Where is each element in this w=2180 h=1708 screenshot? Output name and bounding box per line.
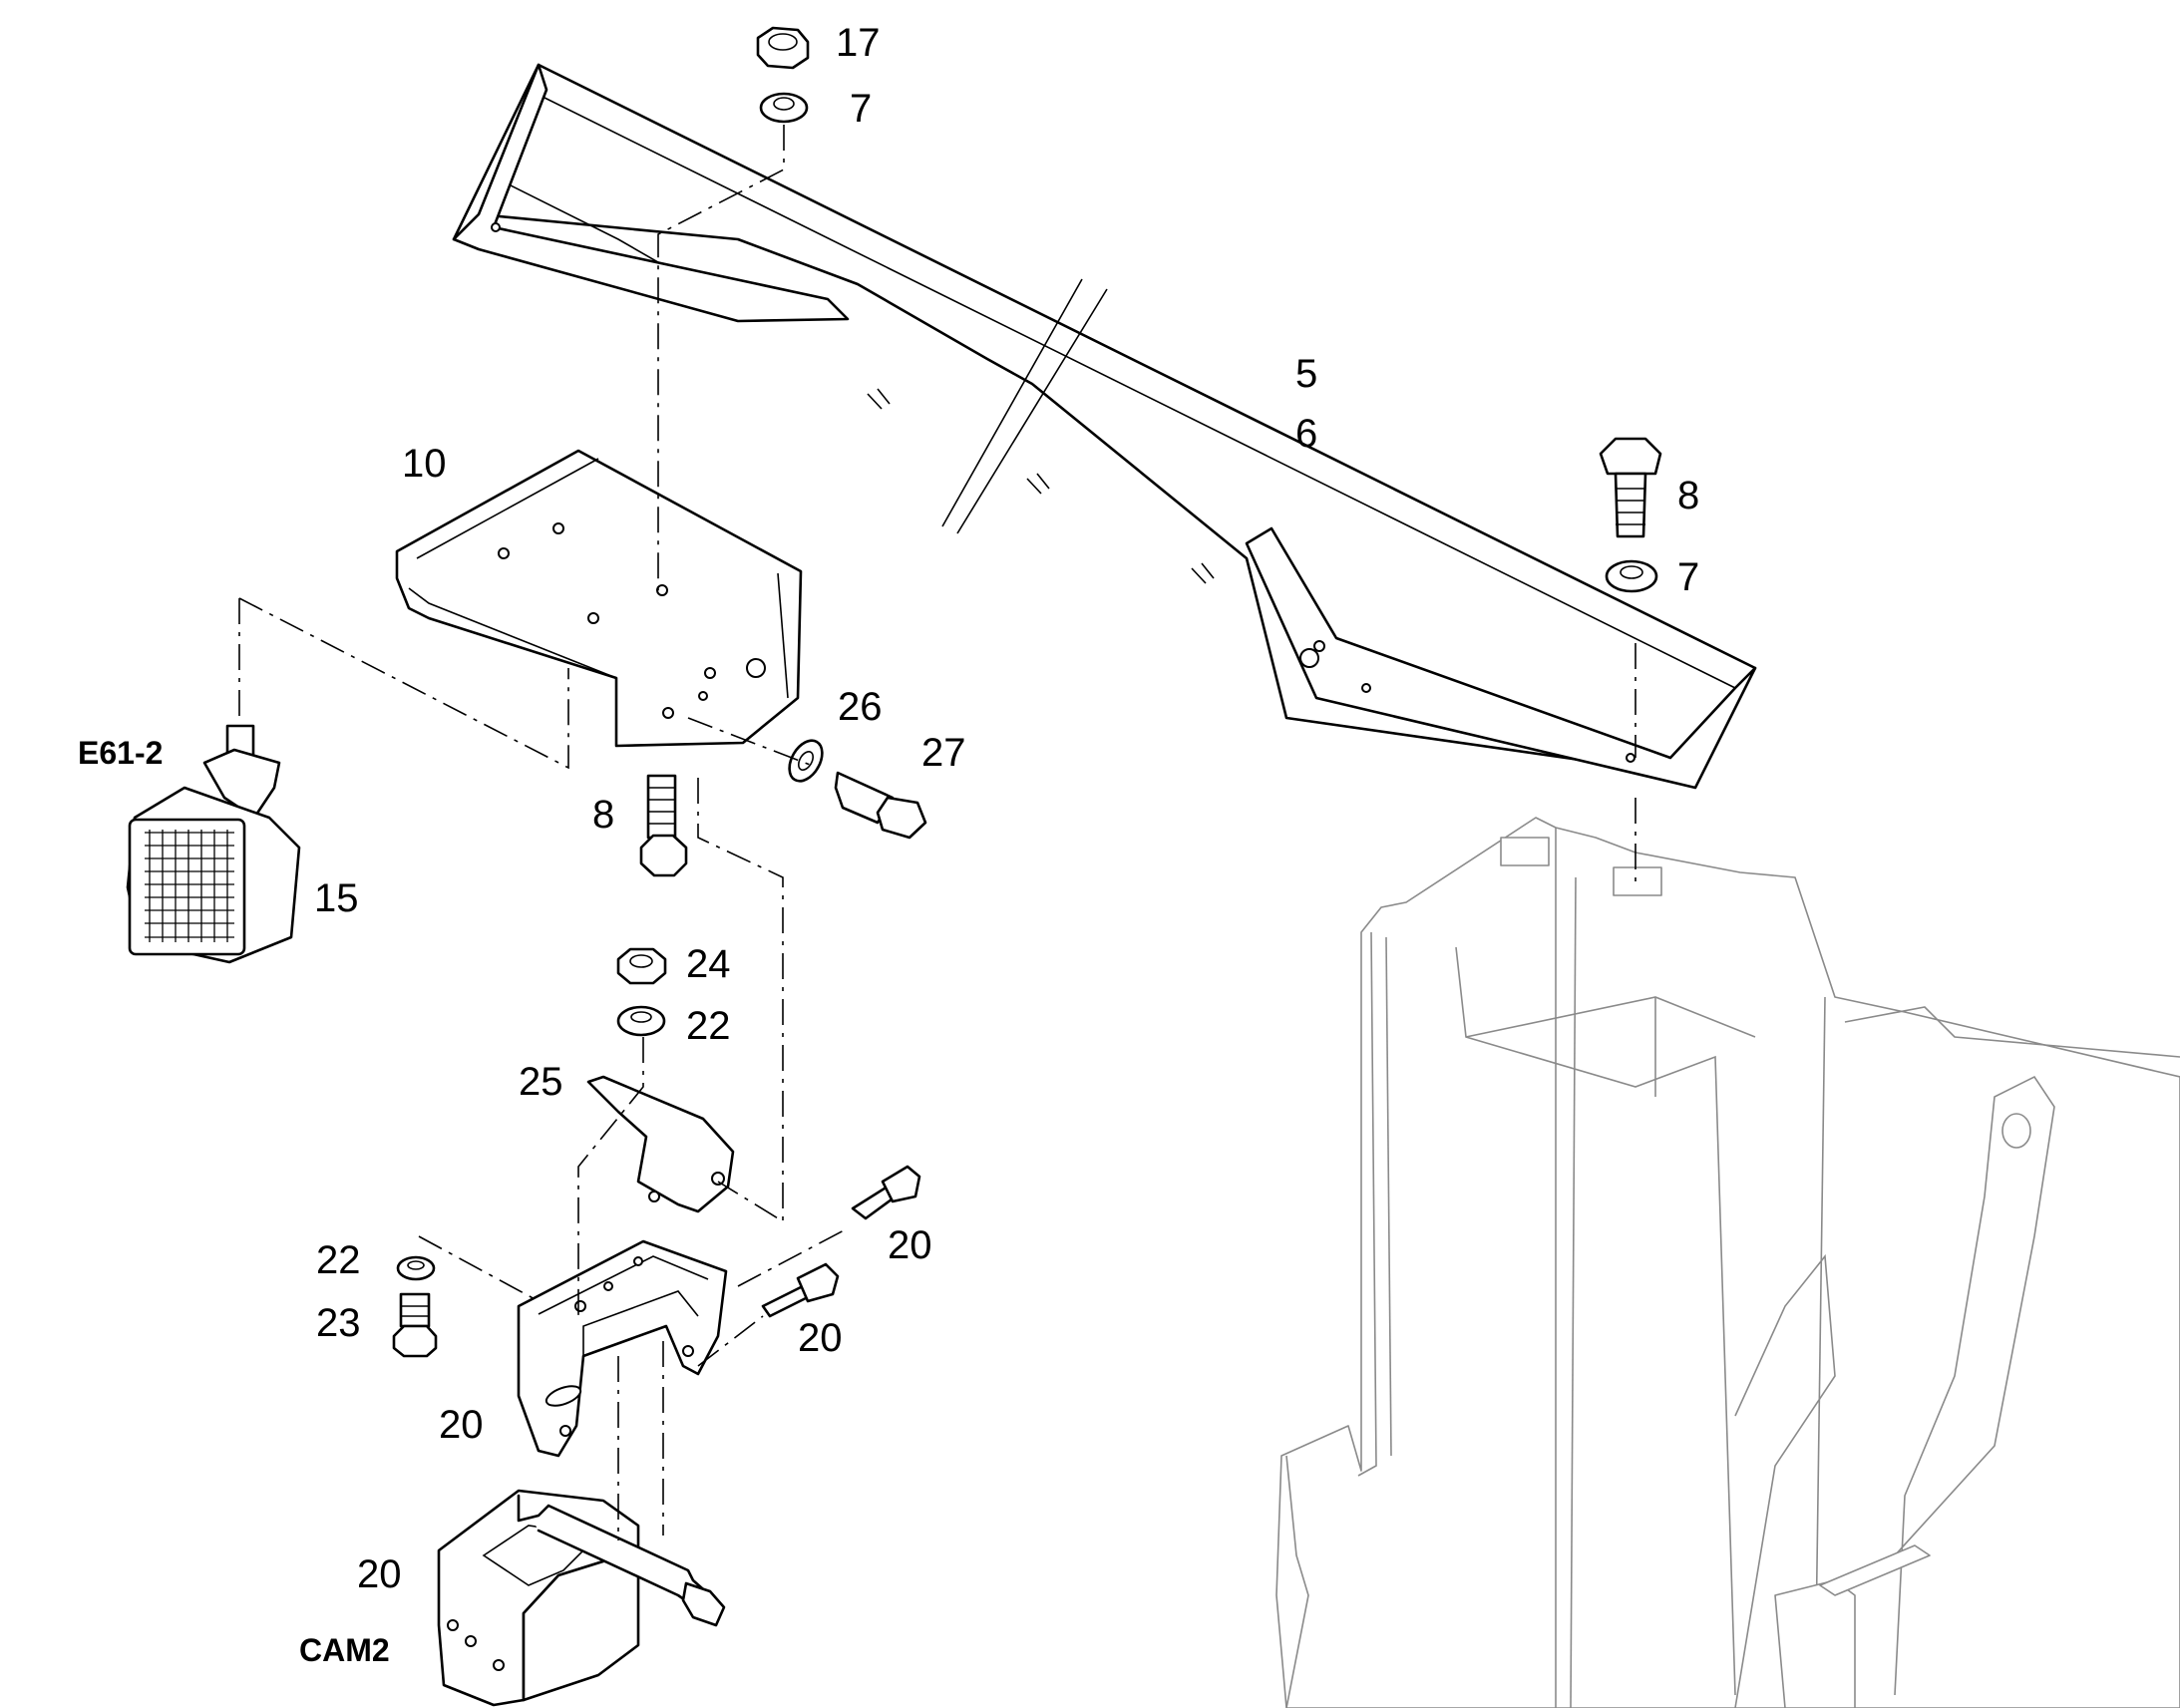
machine-body-outline bbox=[1275, 817, 2180, 1708]
callout-17: 17 bbox=[836, 21, 881, 65]
washer-26 bbox=[788, 739, 824, 783]
camera-cam2 bbox=[437, 1489, 726, 1707]
washer-22-top bbox=[616, 1005, 666, 1037]
callout-cam2: CAM2 bbox=[299, 1632, 390, 1668]
callout-7-top: 7 bbox=[850, 87, 872, 131]
callout-20-lower: 20 bbox=[798, 1316, 843, 1360]
washer-7-right bbox=[1605, 559, 1658, 593]
callout-7-right: 7 bbox=[1677, 555, 1699, 599]
callout-labels: 17 7 5 6 10 8 7 26 27 E61-2 8 15 24 22 2… bbox=[78, 21, 1699, 1668]
bolt-23 bbox=[392, 1292, 438, 1358]
assembly-lines bbox=[238, 125, 1636, 1540]
callout-22-left: 22 bbox=[316, 1238, 361, 1282]
work-lamp bbox=[126, 724, 301, 964]
callout-20-bracket: 20 bbox=[439, 1403, 484, 1447]
callout-5: 5 bbox=[1295, 352, 1317, 396]
callout-6: 6 bbox=[1295, 412, 1317, 456]
callout-27: 27 bbox=[921, 731, 966, 775]
bolt-8-left bbox=[639, 774, 688, 877]
washer-22-left bbox=[396, 1255, 436, 1281]
nut-24 bbox=[616, 947, 667, 985]
callout-8-left: 8 bbox=[592, 793, 614, 837]
washer-7-top bbox=[759, 92, 809, 124]
callout-23: 23 bbox=[316, 1301, 361, 1345]
callout-15: 15 bbox=[314, 876, 359, 920]
plate-25 bbox=[586, 1075, 735, 1213]
callout-25: 25 bbox=[519, 1060, 563, 1104]
bracket-10 bbox=[395, 449, 803, 748]
screw-20-upper bbox=[851, 1165, 921, 1220]
bolt-8-right bbox=[1599, 437, 1662, 538]
cross-bar bbox=[452, 63, 1757, 790]
screw-20-lower bbox=[761, 1262, 840, 1318]
callout-24: 24 bbox=[686, 942, 731, 986]
callout-26: 26 bbox=[838, 685, 883, 729]
callout-e61-2: E61-2 bbox=[78, 735, 163, 771]
nut-17 bbox=[756, 26, 810, 70]
bolt-27 bbox=[834, 771, 927, 840]
camera-bracket bbox=[517, 1239, 728, 1458]
callout-22-top: 22 bbox=[686, 1004, 731, 1048]
callout-8-right: 8 bbox=[1677, 474, 1699, 517]
callout-20-upper: 20 bbox=[888, 1223, 932, 1267]
callout-10: 10 bbox=[402, 442, 447, 486]
callout-20-camera: 20 bbox=[357, 1552, 402, 1596]
